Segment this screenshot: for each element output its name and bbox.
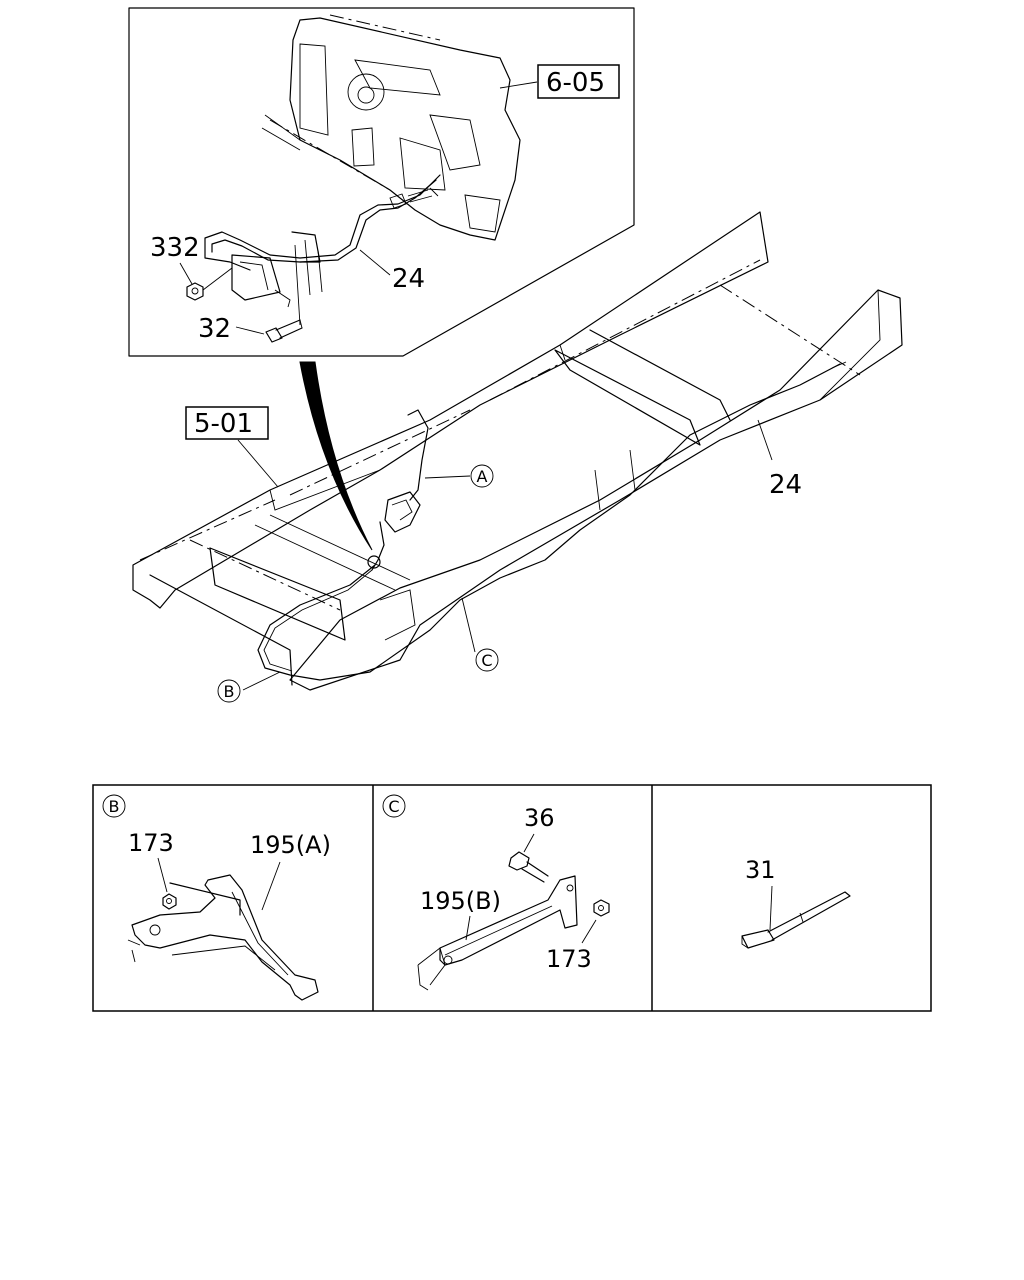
- detail-31: 31: [741, 856, 851, 949]
- inset-cable: [204, 174, 441, 326]
- ref-box-501: [185, 406, 269, 440]
- detail-c-marker: C: [388, 797, 399, 816]
- chassis-frame: [132, 211, 903, 691]
- ref-label-605: 6-05: [546, 68, 605, 98]
- marker-b-label: B: [224, 682, 235, 701]
- detail-panels: B 173 195(A) C 36 195(B) 173: [92, 784, 932, 1012]
- bolt-32: [265, 319, 303, 343]
- detail-31-label: 31: [745, 856, 776, 884]
- callout-24-inset: 24: [392, 264, 425, 294]
- ref-label-501: 5-01: [194, 409, 253, 439]
- detail-frame: [92, 784, 932, 1012]
- detail-c-173: 173: [546, 945, 592, 973]
- marker-a-label: A: [477, 467, 488, 486]
- detail-c-36: 36: [524, 804, 555, 832]
- callout-24-main: 24: [769, 470, 802, 500]
- inset-view: 332 24 32 6-05: [128, 7, 635, 357]
- detail-c: C 36 195(B) 173: [382, 794, 610, 991]
- callout-332: 332: [150, 233, 200, 263]
- detail-c-195b: 195(B): [420, 887, 501, 915]
- nut-332: [186, 267, 233, 301]
- marker-b: [217, 679, 241, 703]
- marker-c-label: C: [481, 651, 492, 670]
- ref-box-605: [537, 64, 620, 99]
- callout-32: 32: [198, 314, 231, 344]
- inset-frame: [128, 7, 635, 357]
- detail-b-173: 173: [128, 829, 174, 857]
- detail-b-195a: 195(A): [250, 831, 331, 859]
- main-cable-24: [257, 361, 847, 681]
- detail-b: B 173 195(A): [102, 794, 331, 1001]
- detail-b-marker: B: [109, 797, 120, 816]
- bulkhead-panel: [261, 14, 521, 241]
- marker-a: [470, 464, 494, 488]
- pointer-wedge: [299, 361, 373, 551]
- marker-c: [475, 648, 499, 672]
